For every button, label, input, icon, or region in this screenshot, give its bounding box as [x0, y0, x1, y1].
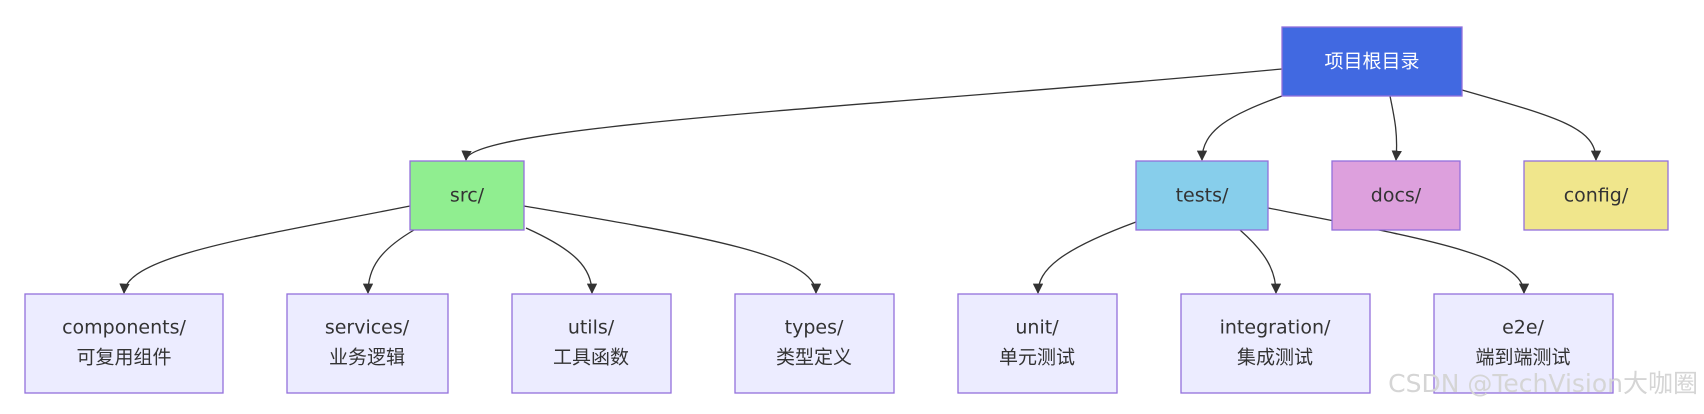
node-unit-box: [957, 293, 1118, 394]
edge-tests-to-unit: [1032, 221, 1137, 295]
edges: [119, 68, 1602, 295]
node-unit: unit/ 单元测试: [957, 293, 1118, 394]
node-tests-box: [1135, 160, 1269, 231]
node-e2e-box: [1433, 293, 1614, 394]
node-tests: tests/: [1135, 160, 1269, 231]
edge-src-to-components: [119, 205, 411, 295]
node-root-box: [1281, 26, 1463, 97]
node-integration-line1: integration/: [1220, 317, 1331, 339]
node-config: config/: [1523, 160, 1669, 231]
edge-src-to-utils: [525, 227, 598, 295]
node-e2e-line1: e2e/: [1502, 317, 1544, 339]
node-types: types/ 类型定义: [734, 293, 895, 394]
node-src-box: [409, 160, 525, 231]
node-docs-box: [1331, 160, 1461, 231]
node-unit-line1: unit/: [1015, 317, 1059, 339]
edge-root-to-src: [461, 68, 1283, 162]
node-integration-line2: 集成测试: [1237, 347, 1313, 369]
edge-tests-to-e2e: [1267, 207, 1530, 295]
node-types-line2: 类型定义: [776, 347, 852, 369]
node-utils-line2: 工具函数: [553, 347, 629, 369]
node-e2e-line2: 端到端测试: [1475, 347, 1570, 369]
node-tests-label: tests/: [1176, 185, 1229, 207]
node-services: services/ 业务逻辑: [286, 293, 449, 394]
node-components: components/ 可复用组件: [24, 293, 224, 394]
node-components-line1: components/: [62, 317, 186, 339]
node-src-label: src/: [450, 185, 485, 207]
node-e2e: e2e/ 端到端测试: [1433, 293, 1614, 394]
node-integration-box: [1180, 293, 1371, 394]
edge-tests-to-integration: [1239, 229, 1282, 295]
node-services-box: [286, 293, 449, 394]
edge-root-to-docs: [1389, 95, 1402, 162]
node-services-line1: services/: [325, 317, 410, 339]
edge-src-to-services: [362, 229, 415, 295]
node-utils-box: [511, 293, 672, 394]
node-types-line1: types/: [785, 317, 844, 339]
node-config-label: config/: [1564, 185, 1629, 207]
watermark: CSDN @TechVision大咖圈: [1388, 369, 1698, 398]
node-components-line2: 可复用组件: [76, 347, 171, 369]
node-root: 项目根目录: [1281, 26, 1463, 97]
edge-root-to-config: [1461, 89, 1602, 162]
node-services-line2: 业务逻辑: [329, 347, 405, 369]
node-src: src/: [409, 160, 525, 231]
node-types-box: [734, 293, 895, 394]
node-root-label: 项目根目录: [1324, 51, 1419, 73]
node-components-box: [24, 293, 224, 394]
node-docs-label: docs/: [1371, 185, 1422, 207]
node-utils-line1: utils/: [568, 317, 615, 339]
edge-root-to-tests: [1196, 95, 1283, 162]
node-docs: docs/: [1331, 160, 1461, 231]
node-utils: utils/ 工具函数: [511, 293, 672, 394]
node-integration: integration/ 集成测试: [1180, 293, 1371, 394]
node-config-box: [1523, 160, 1669, 231]
edge-src-to-types: [523, 205, 822, 295]
node-unit-line2: 单元测试: [999, 347, 1075, 369]
